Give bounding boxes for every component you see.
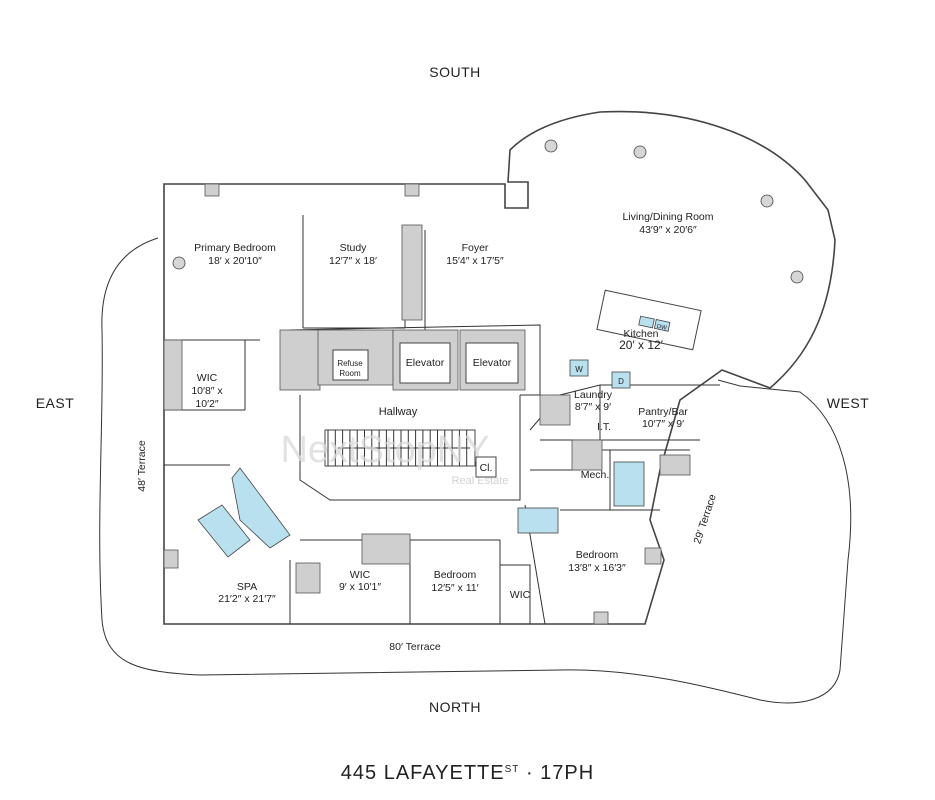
spa-glass-enclosure [231,467,291,549]
column-blocks [163,183,662,625]
elevator-1-label: Elevator [406,357,445,369]
wic-2-name: WIC [350,569,371,581]
closet-label: Cl. [480,462,493,474]
spa-dims: 21′2″ x 21′7″ [218,593,276,605]
terrace-east-label: 48′ Terrace [136,440,148,492]
footer-address: 445 LAFAYETTE [340,762,505,784]
dishwasher-label: DW [656,324,667,332]
footer-superscript: ST [504,764,520,775]
mech-shower [613,461,645,507]
refuse-room-line1: Refuse [337,359,363,368]
exterior-wall [163,110,836,625]
bedroom-2-dims: 13′8″ x 16′3″ [568,562,626,574]
mech-room-label: Mech. [581,469,610,481]
footer-title: 445 LAFAYETTEST · 17PH [0,762,935,785]
wic-primary-dims-2: 10′2″ [195,398,218,410]
laundry-dims: 8′7″ x 9′ [575,401,611,413]
staircase [324,429,476,467]
elevator-2-label: Elevator [473,357,512,369]
wic-3-label: WIC [510,589,531,601]
watermark-sub: Real Estate [452,475,509,487]
kitchen-name: Kitchen [623,328,658,340]
interior-walls [164,215,720,625]
washer [569,359,589,377]
it-room-label: I.T. [597,421,611,433]
pantry-name: Pantry/Bar [638,406,688,418]
washer-label: W [575,365,583,374]
refuse-room-box [332,349,369,381]
bedroom-2-name: Bedroom [576,549,619,561]
kitchen-dims: 20′ x 12′ [619,338,664,352]
bedroom-1-name: Bedroom [434,569,477,581]
compass-west: WEST [827,395,869,411]
study-dims: 12′7″ x 18′ [329,255,377,267]
wic-2-dims: 9′ x 10′1″ [339,581,381,593]
elevator-2-cab [465,342,519,384]
dryer [611,371,631,389]
terrace-north-label: 80′ Terrace [389,641,441,653]
compass-east: EAST [36,395,75,411]
terrace-outline [99,237,852,704]
primary-bedroom-name: Primary Bedroom [194,242,276,254]
laundry-name: Laundry [574,389,613,401]
foyer-dims: 15′4″ x 17′5″ [446,255,504,267]
watermark-brand: NextStopNY [280,429,489,471]
wic-primary-name: WIC [197,372,218,384]
spa-tub [197,504,251,558]
bath-shower [517,507,559,534]
columns [172,139,804,284]
footer-unit: · 17PH [519,762,595,784]
terrace-west-label: 29′ Terrace [692,493,719,546]
compass-north: NORTH [429,699,481,715]
primary-bedroom-dims: 18′ x 20′10″ [208,255,262,267]
bedroom-1-dims: 12′5″ x 11′ [431,582,478,594]
pantry-dims: 10′7″ x 9′ [642,418,684,430]
dryer-label: D [618,377,624,386]
spa-name: SPA [237,581,257,593]
elevator-1-cab [399,342,451,384]
living-dining-dims: 43′9″ x 20′6″ [639,224,697,236]
closet-box [475,456,497,478]
foyer-name: Foyer [462,242,489,254]
refuse-room-line2: Room [339,369,361,378]
study-name: Study [340,242,368,254]
living-dining-name: Living/Dining Room [622,211,713,223]
wic-primary-dims-1: 10′8″ x [191,385,223,397]
compass-south: SOUTH [429,64,481,80]
hallway-label: Hallway [379,406,418,418]
